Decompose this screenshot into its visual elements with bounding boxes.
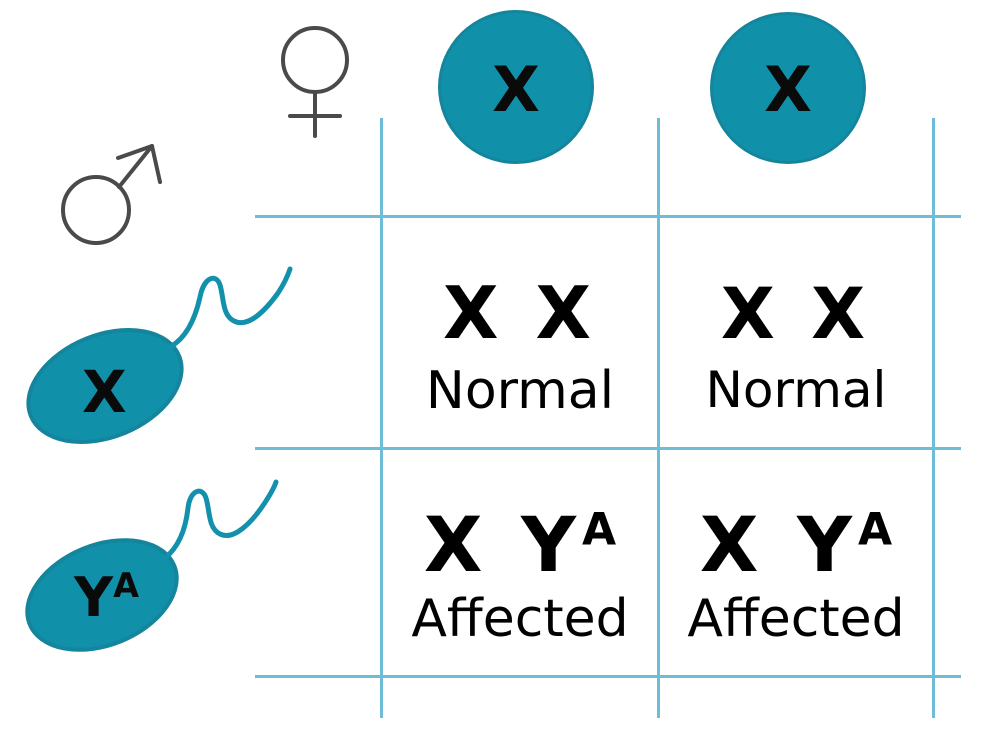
grid-vline-middle: [657, 118, 660, 718]
egg-cell-1-label: X: [492, 53, 540, 126]
punnett-cell-r1c1-phenotype: Affected: [687, 588, 905, 649]
punnett-cell-r0c0-genotype: X X: [443, 277, 597, 349]
egg-cell-1: X: [438, 10, 594, 164]
female-symbol: [275, 20, 355, 140]
grid-vline-left: [380, 118, 383, 718]
grid-vline-right: [932, 118, 935, 718]
punnett-cell-r1c0-genotype: X YA: [424, 504, 617, 583]
genotype-base: X Y: [423, 499, 582, 589]
punnett-cell-r0c0-phenotype: Normal: [425, 360, 615, 421]
punnett-cell-r1c0-phenotype: Affected: [411, 588, 629, 649]
punnett-cell-r0c0: X X Normal: [383, 218, 657, 447]
punnett-cell-r0c1: X X Normal: [660, 218, 932, 447]
genotype-superscript: A: [857, 504, 893, 556]
punnett-cell-r0c1-genotype: X X: [721, 279, 871, 349]
grid-hline-top: [255, 215, 961, 218]
grid-hline-bottom: [255, 675, 961, 678]
punnett-cell-r0c1-phenotype: Normal: [705, 360, 887, 419]
punnett-cell-r1c0: X YA Affected: [383, 450, 657, 675]
genotype-base: X X: [720, 272, 872, 355]
genotype-base: X X: [442, 270, 598, 355]
sperm-cell-x: X: [20, 255, 310, 455]
punnett-cell-r1c1-genotype: X YA: [700, 504, 893, 583]
genotype-superscript: A: [581, 504, 617, 556]
punnett-cell-r1c1: X YA Affected: [660, 450, 932, 675]
egg-cell-2: X: [710, 12, 866, 164]
sperm-cell-ya: YA: [20, 470, 310, 660]
genotype-base: X Y: [699, 499, 858, 589]
egg-cell-2-label: X: [764, 53, 812, 126]
grid-hline-middle: [255, 447, 961, 450]
male-symbol: [52, 132, 172, 252]
